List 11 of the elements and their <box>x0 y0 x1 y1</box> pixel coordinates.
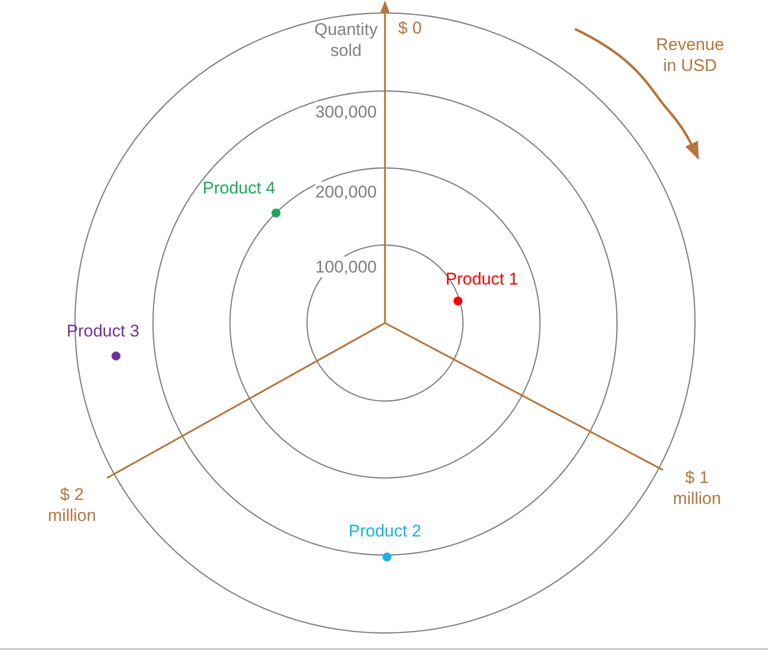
tick-label: 100,000 <box>315 256 377 278</box>
data-label: Product 2 <box>348 520 422 542</box>
tick-label: 300,000 <box>315 102 377 122</box>
axis-title: Revenue in USD <box>654 34 726 76</box>
data-label: Product 1 <box>446 268 518 290</box>
axis-label: $ 0 <box>398 18 422 38</box>
data-label: Product 4 <box>202 178 276 198</box>
axis-title: Quantity sold <box>313 19 379 61</box>
axis-label: $ 2 million <box>46 484 98 526</box>
axis-label: $ 1 million <box>672 467 722 509</box>
tick-label: 200,000 <box>315 182 377 202</box>
